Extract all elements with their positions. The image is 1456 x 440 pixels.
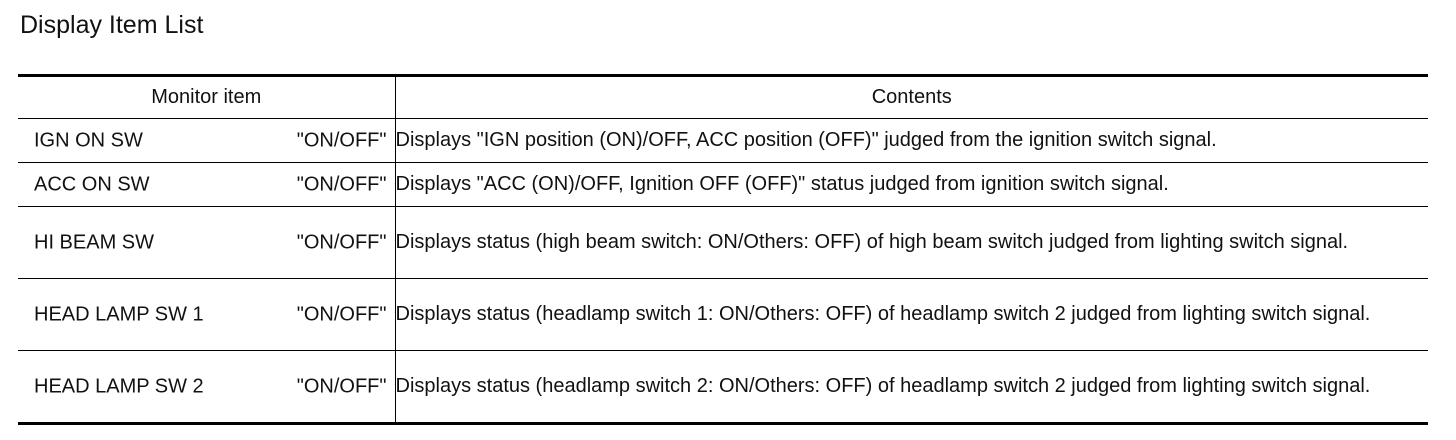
monitor-item-cell: HEAD LAMP SW 1 "ON/OFF" <box>18 278 395 351</box>
contents-cell: Displays status (headlamp switch 2: ON/O… <box>394 350 1428 424</box>
display-item-table: Monitor item Contents IGN ON SW "ON/OFF"… <box>18 74 1428 425</box>
contents-cell: Displays status (high beam switch: ON/Ot… <box>394 206 1428 279</box>
monitor-item-cell: HI BEAM SW "ON/OFF" <box>18 206 395 279</box>
column-header-monitor-item: Monitor item <box>18 75 395 119</box>
monitor-item-name: ACC ON SW <box>34 173 150 195</box>
monitor-item-name: HI BEAM SW <box>34 231 155 253</box>
column-header-contents: Contents <box>394 75 1428 119</box>
monitor-item-value: "ON/OFF" <box>296 231 387 253</box>
table-header-row: Monitor item Contents <box>18 75 1428 119</box>
contents-cell: Displays "IGN position (ON)/OFF, ACC pos… <box>394 118 1428 163</box>
page-title: Display Item List <box>20 11 204 39</box>
table-row: HEAD LAMP SW 2 "ON/OFF" Displays status … <box>18 350 1428 424</box>
monitor-item-name: HEAD LAMP SW 1 <box>34 303 204 325</box>
contents-cell: Displays status (headlamp switch 1: ON/O… <box>394 278 1428 351</box>
table-row: HEAD LAMP SW 1 "ON/OFF" Displays status … <box>18 278 1428 351</box>
table-row: ACC ON SW "ON/OFF" Displays "ACC (ON)/OF… <box>18 162 1428 207</box>
monitor-item-value: "ON/OFF" <box>296 173 387 195</box>
monitor-item-value: "ON/OFF" <box>296 129 387 151</box>
monitor-item-name: HEAD LAMP SW 2 <box>34 375 204 397</box>
monitor-item-cell: HEAD LAMP SW 2 "ON/OFF" <box>18 351 395 424</box>
monitor-item-name: IGN ON SW <box>34 129 143 151</box>
monitor-item-value: "ON/OFF" <box>296 375 387 397</box>
monitor-item-value: "ON/OFF" <box>296 303 387 325</box>
monitor-item-cell: IGN ON SW "ON/OFF" <box>18 118 395 163</box>
table-row: HI BEAM SW "ON/OFF" Displays status (hig… <box>18 206 1428 279</box>
table-row: IGN ON SW "ON/OFF" Displays "IGN positio… <box>18 118 1428 163</box>
contents-cell: Displays "ACC (ON)/OFF, Ignition OFF (OF… <box>394 162 1428 207</box>
monitor-item-cell: ACC ON SW "ON/OFF" <box>18 162 395 207</box>
